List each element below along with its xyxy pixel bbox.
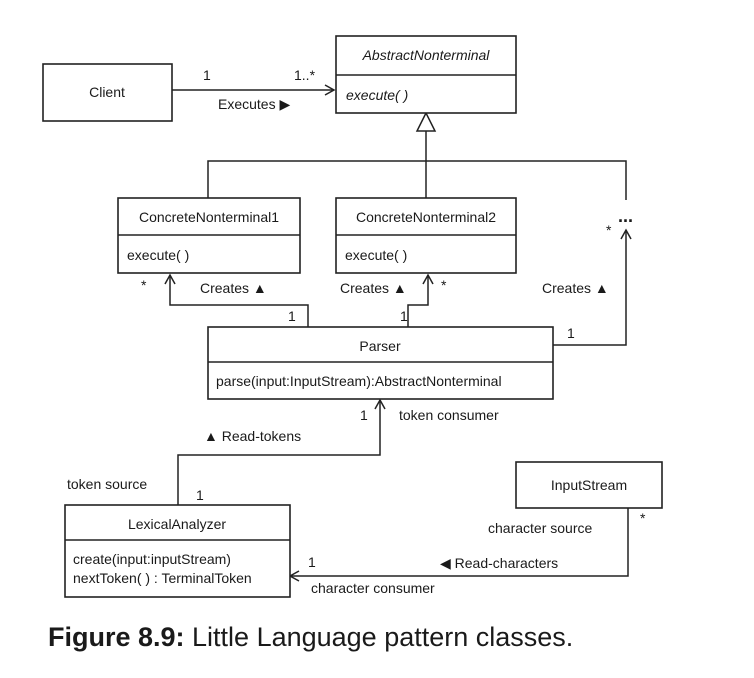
- creates3-label: Creates ▲: [542, 280, 609, 296]
- read-chars-stream-role: character source: [488, 520, 592, 536]
- creates-association-2-line: [407, 273, 434, 327]
- creates-association-1-line: [164, 273, 309, 327]
- more-subclasses-ellipsis: ...: [618, 206, 633, 226]
- parser-parse-operation: parse(input:InputStream):AbstractNonterm…: [216, 373, 502, 389]
- client-class: Client: [42, 63, 173, 122]
- read-chars-label: ◀ Read-characters: [440, 555, 558, 571]
- abstract-nonterminal-name: AbstractNonterminal: [362, 47, 491, 63]
- client-class-name: Client: [89, 84, 125, 100]
- creates1-far-multiplicity: 1: [288, 308, 296, 324]
- creates1-near-multiplicity: *: [141, 277, 147, 293]
- creates2-label: Creates ▲: [340, 280, 407, 296]
- parser-name: Parser: [359, 338, 401, 354]
- read-tokens-lexer-role: token source: [67, 476, 147, 492]
- concrete-nonterminal2-name: ConcreteNonterminal2: [356, 209, 496, 225]
- read-tokens-parser-role: token consumer: [399, 407, 499, 423]
- abstract-execute-operation: execute( ): [346, 87, 408, 103]
- creates3-far-multiplicity: 1: [567, 325, 575, 341]
- read-tokens-lexer-multiplicity: 1: [196, 487, 204, 503]
- lexical-analyzer-name: LexicalAnalyzer: [128, 516, 226, 532]
- creates-association-3-line: [553, 228, 632, 346]
- creates3-near-multiplicity: *: [606, 222, 612, 238]
- lexical-analyzer-class: LexicalAnalyzer create(input:inputStream…: [64, 504, 291, 598]
- creates2-far-multiplicity: 1: [400, 308, 408, 324]
- concrete-nonterminal2-class: ConcreteNonterminal2 execute( ): [335, 197, 517, 274]
- read-characters-association-line: [288, 508, 629, 582]
- read-tokens-label: ▲ Read-tokens: [204, 428, 301, 444]
- executes-label: Executes ▶: [218, 96, 290, 112]
- figure-caption: Figure 8.9: Little Language pattern clas…: [48, 622, 573, 652]
- read-chars-lexer-role: character consumer: [311, 580, 435, 596]
- executes-target-multiplicity: 1..*: [294, 67, 316, 83]
- input-stream-class: InputStream: [515, 461, 663, 509]
- creates1-label: Creates ▲: [200, 280, 267, 296]
- read-chars-lexer-multiplicity: 1: [308, 554, 316, 570]
- abstract-nonterminal-class: AbstractNonterminal execute( ): [335, 35, 517, 114]
- creates2-near-multiplicity: *: [441, 277, 447, 293]
- read-tokens-parser-multiplicity: 1: [360, 407, 368, 423]
- concrete-nonterminal1-name: ConcreteNonterminal1: [139, 209, 279, 225]
- generalization-triangle: [415, 111, 437, 132]
- generalization-tree: [207, 131, 627, 200]
- figure-caption-text: Little Language pattern classes.: [185, 622, 574, 652]
- input-stream-name: InputStream: [551, 477, 627, 493]
- lexer-next-token-operation: nextToken( ) : TerminalToken: [73, 570, 252, 586]
- executes-client-multiplicity: 1: [203, 67, 211, 83]
- lexer-create-operation: create(input:inputStream): [73, 551, 231, 567]
- concrete1-execute-operation: execute( ): [127, 247, 189, 263]
- concrete2-execute-operation: execute( ): [345, 247, 407, 263]
- read-chars-stream-multiplicity: *: [640, 510, 646, 526]
- figure-caption-number: Figure 8.9:: [48, 622, 185, 652]
- read-tokens-association-line: [177, 398, 386, 505]
- concrete-nonterminal1-class: ConcreteNonterminal1 execute( ): [117, 197, 301, 274]
- parser-class: Parser parse(input:InputStream):Abstract…: [207, 326, 554, 400]
